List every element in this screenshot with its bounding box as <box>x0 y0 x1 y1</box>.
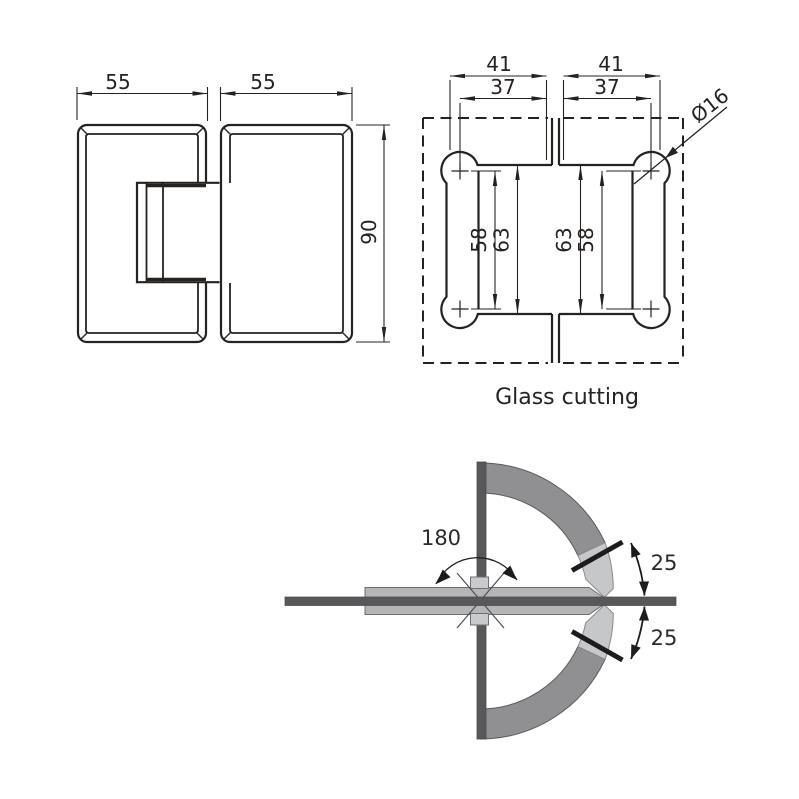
leader-arrowhead-icon <box>665 146 678 158</box>
angle-label-lower: 25 <box>651 626 678 650</box>
arc-25-lower-arrowhead-top-icon <box>639 606 650 621</box>
arc-25-upper-arrowhead-top-icon <box>631 543 641 558</box>
glass-door-stripe <box>284 596 677 606</box>
hinge-knuckle-face <box>137 182 220 283</box>
extension-lines <box>76 87 353 121</box>
cutout-profile-left <box>440 150 552 330</box>
hinge-right-body-corner-bevels <box>223 127 350 340</box>
extension-lines <box>471 170 641 310</box>
hinge-right-body-inner-line <box>229 133 344 334</box>
arc-arrowhead-left-icon <box>436 569 451 584</box>
door-position-mark-lower <box>570 629 624 663</box>
dim-label-cutout-width-left: 41 <box>486 52 511 76</box>
hinge-knuckle <box>135 181 220 284</box>
arc-25-lower-arrowhead-bottom-icon <box>631 644 641 659</box>
angle-label-upper: 25 <box>651 551 678 575</box>
cutout-profile-right <box>559 150 671 330</box>
glass-cutting-caption: Glass cutting <box>495 385 639 410</box>
leader-line <box>633 106 728 185</box>
hinge-knuckle-block-bottom <box>470 613 489 626</box>
swing-band-upper <box>479 462 606 557</box>
dim-label-width-left: 55 <box>105 70 130 94</box>
dim-label-cutout-width-right: 41 <box>598 52 623 76</box>
dim-label-hole-edge-right: 37 <box>594 75 619 99</box>
door-position-mark-upper <box>570 539 624 573</box>
glass-cutting-dimensions-horizontal: 41 41 37 37 <box>449 52 661 163</box>
glass-cutout-right <box>557 118 671 363</box>
hinge-knuckle-block-top <box>470 576 489 589</box>
dim-label-cutout-height-right: 63 <box>552 227 576 252</box>
angle-label-total: 180 <box>421 526 461 550</box>
dim-label-height: 90 <box>357 219 381 244</box>
arc-arrowhead-right-icon <box>502 565 517 580</box>
closing-angle-lower: 25 <box>630 606 678 660</box>
closing-angle-upper: 25 <box>630 542 678 596</box>
glass-panel-dashed-outline <box>422 117 684 364</box>
hinge-left-body-corner-bevels <box>80 127 204 340</box>
hole-center-crosses-left <box>451 162 469 318</box>
hinge-dimensions: 55 55 90 <box>76 70 390 343</box>
hinge-right-body <box>219 123 354 344</box>
swing-band-lower <box>479 645 606 740</box>
hinge-elevation-view: 55 55 90 <box>76 70 390 344</box>
dim-label-hole-spacing-left: 58 <box>467 227 491 252</box>
extension-lines <box>449 80 661 163</box>
total-swing-arc: 180 <box>421 526 518 585</box>
dim-label-hole-spacing-right: 58 <box>574 227 598 252</box>
glass-cutout-left <box>440 118 554 363</box>
dim-label-hole-edge-left: 37 <box>490 75 515 99</box>
glass-cutting-view: 41 41 37 37 58 63 63 58 Ø16 Glass cuttin… <box>422 52 733 410</box>
dim-label-cutout-height-left: 63 <box>490 227 514 252</box>
door-swing-diagram: 180 25 25 <box>284 461 678 740</box>
glass-cutting-dimensions-vertical: 58 63 63 58 <box>467 165 641 314</box>
dim-label-width-right: 55 <box>250 70 275 94</box>
arc-25-upper-arrowhead-bottom-icon <box>639 581 650 596</box>
hole-center-crosses-right <box>642 162 660 318</box>
